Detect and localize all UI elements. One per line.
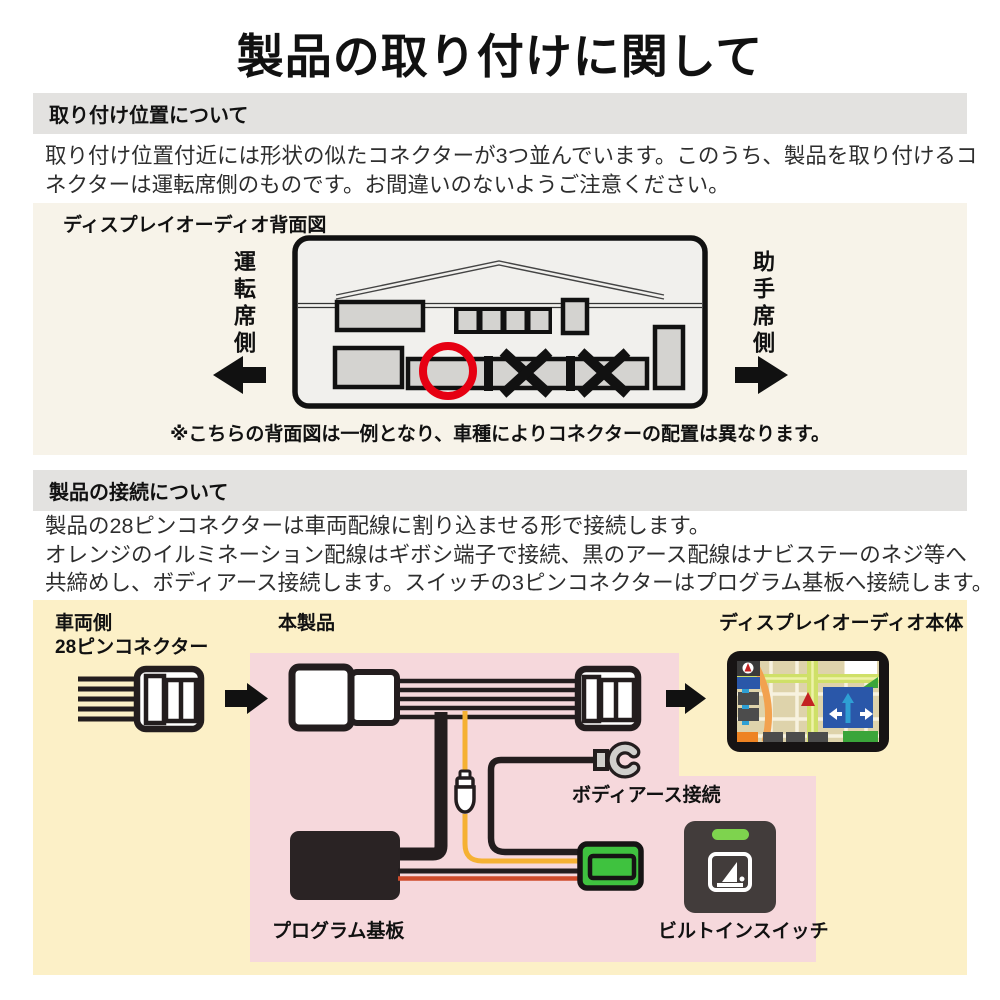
wrong-connector-x-2 [577, 348, 631, 398]
vehicle-28pin-connector [133, 665, 205, 733]
upper-connector-pin-3 [506, 311, 525, 330]
nav-direction-panel [823, 687, 873, 728]
program-board [290, 831, 400, 900]
page-title: 製品の取り付けに関して [236, 30, 764, 83]
flow-arrow-icon-1 [225, 683, 268, 714]
built-in-switch [684, 821, 776, 913]
wrong-connector-x-1 [499, 348, 553, 398]
passenger-side-label: 助手席側 [750, 250, 775, 358]
panel-chevron-line [335, 264, 665, 300]
earth-wire [487, 756, 599, 856]
product-connector-front [288, 663, 355, 732]
strip-divider-2 [566, 356, 575, 391]
display-audio-label: ディスプレイオーディオ本体 [719, 613, 964, 634]
upper-connector-pin-2 [482, 311, 501, 330]
driver-side-label: 運転席側 [231, 250, 256, 358]
section2-body: 製品の28ピンコネクターは車両配線に割り込ませる形で接続します。 オレンジのイル… [45, 512, 993, 598]
section1-body-line2: ネクターは運転席側のものです。お間違いのないようご注意ください。 [45, 172, 730, 197]
section-header-label: 製品の接続について [49, 482, 229, 504]
switch-harness-wire [399, 712, 448, 861]
switch-3pin-connector [577, 841, 644, 891]
display-audio-unit [727, 651, 889, 752]
connection-diagram [78, 651, 889, 962]
product-output-connector [574, 665, 642, 732]
section-header-mounting-position: 取り付け位置について [33, 93, 967, 134]
upper-connector-pin-1 [458, 311, 477, 330]
program-board-label: プログラム基板 [272, 921, 405, 942]
section2-body-line1: 製品の28ピンコネクターは車両配線に割り込ませる形で接続します。 [45, 514, 711, 538]
section1-body: 取り付け位置付近には形状の似たコネクターが3つ並んでいます。このうち、製品を取り… [45, 142, 977, 199]
passenger-side-arrow-icon [735, 356, 788, 394]
strip-divider-1 [484, 356, 493, 391]
map-position-marker [801, 692, 815, 706]
upper-connector-pin-4 [530, 311, 549, 330]
vehicle-side-label-line2: 28ピンコネクター [55, 637, 209, 658]
map-screen [737, 661, 879, 742]
section2-body-line2: オレンジのイルミネーション配線はギボシ端子で接続、黒のアース配線はナビステーのネ… [45, 542, 967, 567]
panel-chevron-line-2 [335, 260, 665, 296]
section-header-label: 取り付け位置について [49, 105, 249, 127]
correct-connector-marker [419, 342, 477, 400]
section1-body-line1: 取り付け位置付近には形状の似たコネクターが3つ並んでいます。このうち、製品を取り… [45, 144, 978, 168]
lower-connector-left [332, 345, 405, 390]
ground-terminal-icon [593, 741, 641, 779]
section-header-connection: 製品の接続について [33, 470, 967, 511]
lower-connector-right-tall [652, 324, 686, 391]
rear-panel-diagram [213, 235, 788, 409]
rear-panel-note: ※こちらの背面図は一例となり、車種によりコネクターの配置は異なります。 [169, 424, 831, 445]
section2-body-line3: 共締めし、ボディアース接続します。スイッチの3ピンコネクターはプログラム基板へ接… [45, 571, 994, 595]
body-ground-label: ボディアース接続 [572, 785, 721, 806]
flow-arrow-icon-2 [666, 683, 706, 714]
upper-connector-tall [560, 297, 590, 336]
harness-wire-bundle [397, 678, 580, 720]
built-in-switch-label: ビルトインスイッチ [658, 921, 829, 942]
switch-led [712, 829, 749, 840]
vehicle-side-label: 車両側 28ピンコネクター [55, 612, 208, 660]
rear-panel-caption: ディスプレイオーディオ背面図 [63, 215, 327, 236]
product-label: 本製品 [278, 613, 336, 634]
giboshi-terminal [454, 769, 476, 814]
driver-side-arrow-icon [213, 356, 266, 394]
illumination-wire-lower [462, 814, 585, 864]
upper-connector-wide [334, 299, 426, 333]
product-connector-rear [348, 669, 400, 726]
vehicle-side-label-line1: 車両側 [55, 613, 113, 634]
